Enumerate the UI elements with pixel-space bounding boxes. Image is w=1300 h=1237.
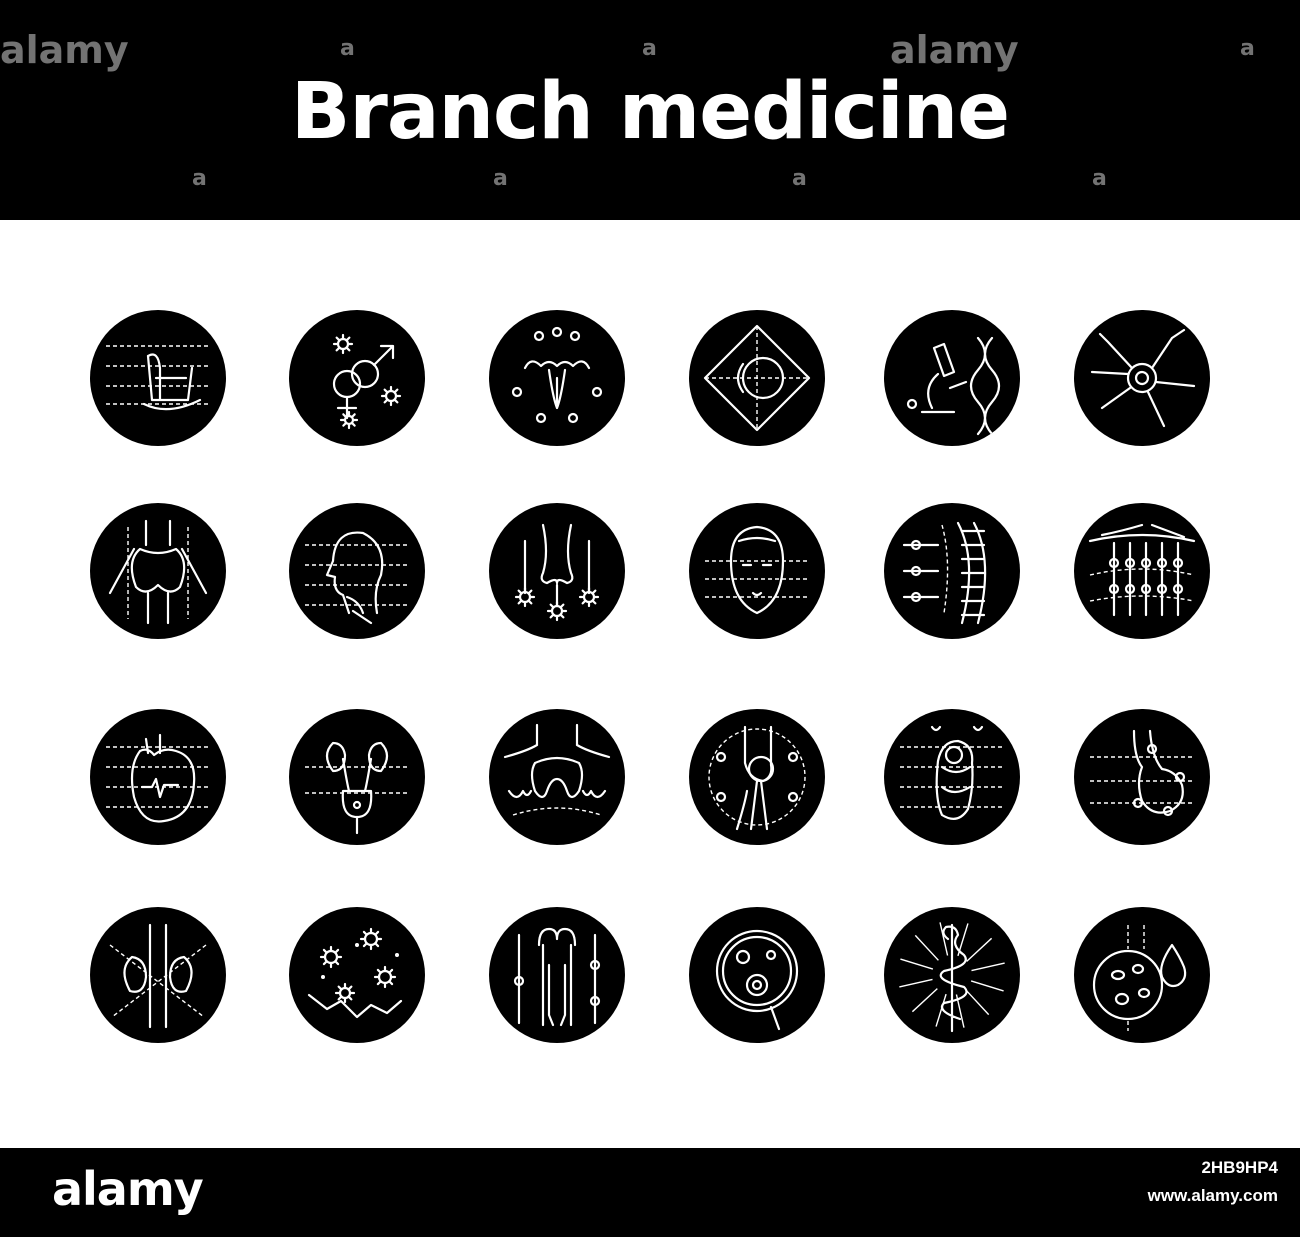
eye-icon: [687, 308, 827, 448]
petri-cell-icon: [687, 905, 827, 1045]
kidneys-icon: [88, 905, 228, 1045]
watermark: a: [340, 36, 355, 61]
page-title: Branch medicine: [290, 67, 1010, 157]
spine-icon: [882, 501, 1022, 641]
blood-cells-icon: [1072, 905, 1212, 1045]
neuron-icon: [1072, 308, 1212, 448]
microscope-dna-icon: [882, 308, 1022, 448]
surgical-tools-icon: [487, 905, 627, 1045]
alamy-logo: alamy: [52, 1162, 204, 1216]
newborn-baby-icon: [882, 707, 1022, 847]
watermark: alamy: [890, 28, 1019, 72]
head-throat-icon: [287, 501, 427, 641]
image-id: 2HB9HP4: [1201, 1158, 1278, 1177]
thyroid-icon: [88, 501, 228, 641]
watermark: alamy: [0, 28, 129, 72]
site-url: www.alamy.com: [1147, 1186, 1278, 1205]
icon-grid: [0, 220, 1300, 1150]
heart-icon: [88, 707, 228, 847]
rod-of-asclepius-icon: [882, 905, 1022, 1045]
gender-symbols-icon: [287, 308, 427, 448]
skin-layers-icon: [1072, 501, 1212, 641]
nose-icon: [487, 501, 627, 641]
watermark: a: [192, 166, 207, 191]
footer-bar: alamy 2HB9HP4 www.alamy.com: [0, 1148, 1300, 1237]
face-icon: [687, 501, 827, 641]
uterus-icon: [487, 308, 627, 448]
watermark: a: [642, 36, 657, 61]
watermark: a: [792, 166, 807, 191]
rocking-chair-icon: [88, 308, 228, 448]
knee-joint-icon: [687, 707, 827, 847]
virus-particles-icon: [287, 905, 427, 1045]
watermark: a: [493, 166, 508, 191]
stomach-icon: [1072, 707, 1212, 847]
watermark: a: [1092, 166, 1107, 191]
watermark: a: [1240, 36, 1255, 61]
header-banner: alamy alamy a a a a a a a Branch medicin…: [0, 0, 1300, 220]
teeth-icon: [487, 707, 627, 847]
urinary-system-icon: [287, 707, 427, 847]
